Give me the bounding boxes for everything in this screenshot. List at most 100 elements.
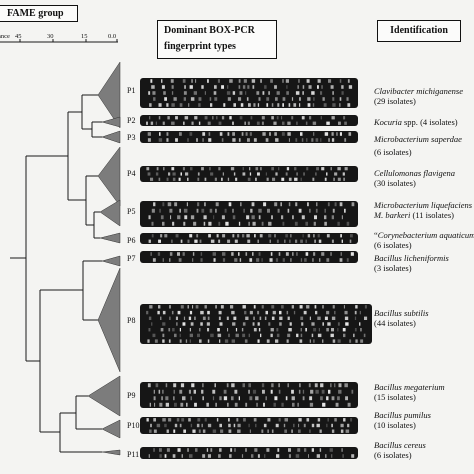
gel-band	[351, 202, 355, 207]
gel-band	[299, 339, 303, 343]
gel-band	[344, 167, 348, 171]
gel-band	[324, 208, 326, 213]
gel-band	[153, 429, 157, 433]
gel-lane-p4	[140, 166, 358, 182]
gel-band	[308, 383, 311, 388]
ident-p1: Clavibacter michiganense (29 isolates)	[374, 86, 463, 106]
gel-band	[270, 79, 273, 83]
gel-band	[287, 121, 291, 125]
gel-band	[331, 429, 335, 433]
gel-band	[348, 132, 352, 136]
gel-band	[306, 418, 310, 422]
gel-band	[271, 429, 274, 433]
gel-band	[210, 333, 214, 338]
gel-band	[148, 316, 152, 320]
gel-band	[337, 396, 340, 401]
gel-band	[247, 177, 251, 181]
gel-band	[315, 310, 318, 315]
gel-band	[342, 172, 345, 176]
gel-band	[154, 402, 156, 407]
gel-band	[218, 454, 221, 458]
gel-band	[191, 79, 193, 83]
gel-band	[227, 402, 229, 407]
gel-band	[162, 339, 165, 343]
gel-band	[179, 339, 182, 343]
gel-band	[287, 383, 289, 388]
gel-band	[168, 172, 171, 176]
gel-band	[149, 402, 151, 407]
gel-band	[162, 333, 165, 338]
gel-band	[172, 177, 176, 181]
gel-band	[193, 389, 196, 394]
gel-band	[277, 208, 280, 213]
gel-band	[320, 383, 324, 388]
gel-band	[248, 383, 251, 388]
gel-band	[326, 328, 329, 332]
gel-band	[306, 167, 309, 171]
gel-band	[350, 234, 353, 238]
gel-band	[271, 383, 274, 388]
gel-band	[202, 383, 204, 388]
gel-band	[247, 138, 250, 142]
gel-band	[285, 79, 289, 83]
gel-band	[212, 396, 215, 401]
gel-band	[216, 234, 219, 238]
band-pattern	[148, 79, 353, 107]
gel-band	[189, 339, 191, 343]
gel-band	[162, 418, 166, 422]
gel-band	[288, 177, 292, 181]
species-name-p1: Clavibacter michiganense	[374, 86, 463, 96]
gel-band	[212, 116, 214, 120]
gel-band	[150, 121, 154, 125]
box-pcr-title-line2: fingerprint types	[164, 41, 236, 52]
gel-band	[228, 418, 230, 422]
gel-band	[167, 116, 170, 120]
gel-band	[330, 252, 332, 256]
gel-band	[330, 333, 334, 338]
gel-band	[317, 418, 321, 422]
gel-band	[334, 418, 337, 422]
gel-band	[292, 215, 294, 220]
gel-band	[180, 239, 183, 243]
gel-band	[166, 429, 169, 433]
gel-band	[299, 103, 301, 107]
gel-band	[151, 322, 153, 326]
gel-band	[158, 239, 161, 243]
species-name-p10: Bacillus pumilus	[374, 410, 431, 420]
gel-band	[194, 402, 197, 407]
gel-band	[209, 167, 211, 171]
gel-band	[202, 454, 206, 458]
gel-band	[347, 423, 350, 428]
gel-band	[148, 239, 151, 243]
gel-band	[220, 429, 224, 433]
band-pattern	[147, 132, 352, 142]
gel-band	[196, 423, 200, 428]
gel-band	[230, 448, 233, 452]
gel-band	[344, 310, 348, 315]
species-suffix-p2: spp.	[401, 117, 418, 127]
gel-band	[209, 208, 213, 213]
gel-band	[282, 121, 285, 125]
gel-band	[178, 177, 181, 181]
gel-band	[354, 316, 357, 320]
gel-band	[149, 429, 152, 433]
gel-band	[233, 423, 236, 428]
gel-band	[359, 322, 361, 326]
gel-band	[252, 252, 254, 256]
gel-band	[160, 215, 164, 220]
gel-band	[191, 121, 194, 125]
band-pattern	[148, 448, 355, 458]
gel-band	[265, 396, 267, 401]
isolate-count-p1: (29 isolates)	[374, 96, 416, 106]
gel-band	[296, 121, 298, 125]
gel-band	[337, 221, 340, 226]
gel-band	[290, 234, 292, 238]
gel-band	[269, 132, 271, 136]
gel-band	[309, 402, 314, 407]
gel-band	[194, 239, 198, 243]
gel-band	[197, 172, 200, 176]
gel-band	[267, 429, 269, 433]
gel-band	[218, 221, 221, 226]
gel-band	[189, 132, 193, 136]
gel-band	[148, 454, 150, 458]
